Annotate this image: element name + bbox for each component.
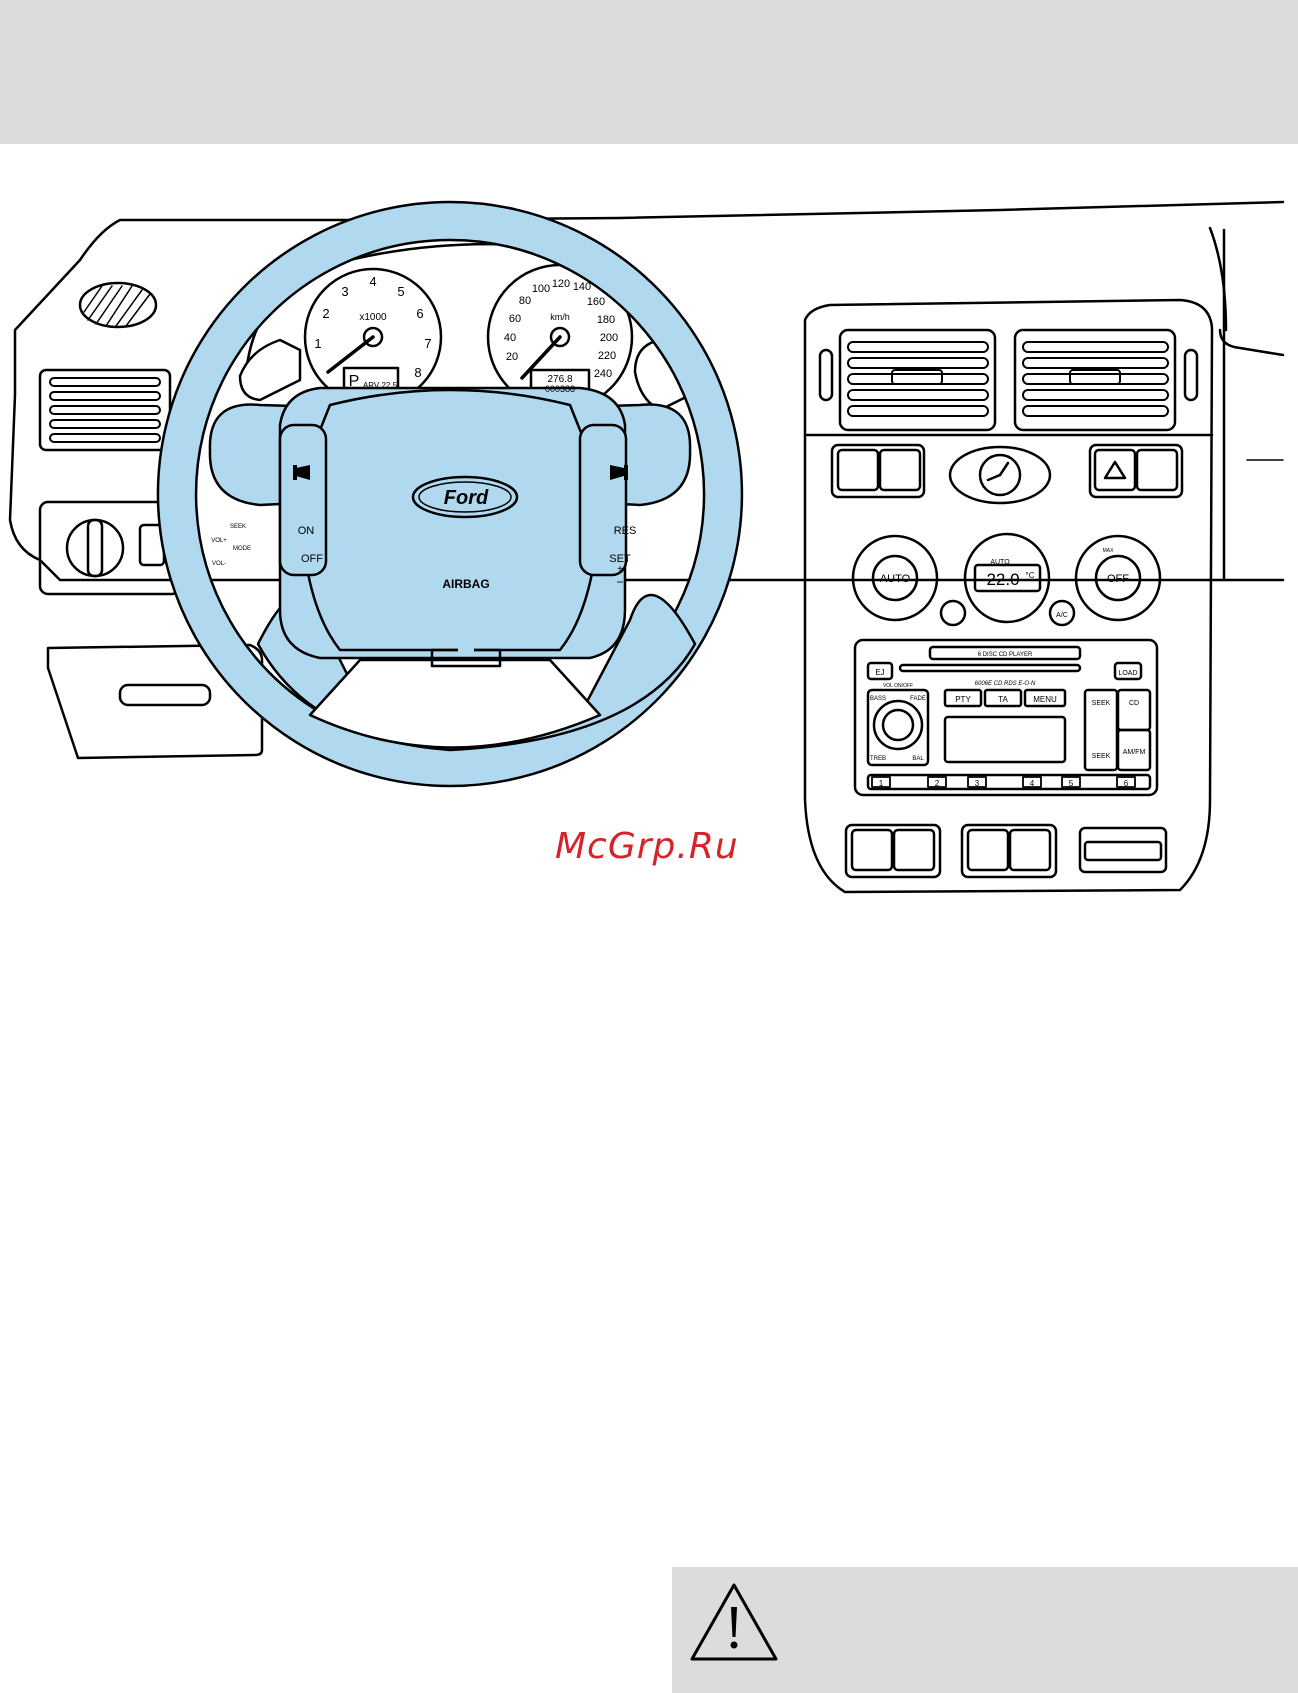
radio-load: LOAD xyxy=(1118,670,1137,677)
speedo-tick-80: 80 xyxy=(519,295,531,307)
cruise-minus-label: − xyxy=(616,575,623,589)
radio-model-label: 6006E CD RDS E-O-N xyxy=(975,681,1036,687)
speedo-tick-60: 60 xyxy=(509,313,521,325)
tacho-tick-1: 1 xyxy=(314,336,321,351)
warning-triangle-icon xyxy=(690,1583,778,1661)
climate-right-knob xyxy=(1074,534,1162,622)
radio-vol-label: VOL ON/OFF xyxy=(883,683,913,689)
radio-bal: BAL xyxy=(912,756,924,762)
radio-cd: CD xyxy=(1129,700,1139,707)
dashboard-illustration: 1 2 3 4 5 6 7 8 x1000 P ARV 22.5 20 40 6… xyxy=(8,200,1285,894)
seat-heater-right-button xyxy=(1008,828,1052,872)
speedo-tick-220: 220 xyxy=(598,350,616,362)
seat-heater-left-button xyxy=(966,828,1010,872)
ford-oval-logo xyxy=(411,475,519,519)
radio-unit xyxy=(853,638,1159,797)
stalk-seek: SEEK xyxy=(230,524,246,530)
front-defrost-button xyxy=(836,448,880,492)
cruise-res-label: RES xyxy=(614,525,637,537)
tacho-display-main: P xyxy=(349,373,360,390)
radio-preset-4: 4 xyxy=(1030,779,1035,788)
radio-amfm: AM/FM xyxy=(1123,749,1146,756)
tacho-tick-2: 2 xyxy=(322,306,329,321)
speedo-unit: km/h xyxy=(550,312,570,322)
tacho-tick-3: 3 xyxy=(341,284,348,299)
climate-ac: A/C xyxy=(1056,612,1068,619)
speedo-tick-40: 40 xyxy=(504,332,516,344)
speedo-tick-120: 120 xyxy=(552,278,570,290)
speedo-tick-20: 20 xyxy=(506,351,518,363)
speedo-tick-240: 240 xyxy=(594,368,612,380)
radio-eject: EJ xyxy=(875,668,884,677)
cruise-off-label: OFF xyxy=(301,553,323,565)
climate-display xyxy=(963,532,1051,624)
horn-icon-right xyxy=(610,465,628,480)
horn-icon xyxy=(293,465,310,480)
airbag-label: AIRBAG xyxy=(442,577,489,591)
speedo-tick-180: 180 xyxy=(597,314,615,326)
stalk-mode: MODE xyxy=(233,546,251,552)
traction-control-button xyxy=(892,828,936,872)
radio-preset-2: 2 xyxy=(935,779,940,788)
volume-knob xyxy=(872,699,924,751)
climate-display-auto: AUTO xyxy=(990,559,1010,566)
speedo-tick-100: 100 xyxy=(532,283,550,295)
center-vent-right xyxy=(1013,328,1177,432)
stalk-vol-plus: VOL+ xyxy=(211,538,227,544)
radio-menu: MENU xyxy=(1033,695,1057,704)
radio-preset-1: 1 xyxy=(879,779,884,788)
tacho-tick-8: 8 xyxy=(414,365,421,380)
tacho-tick-5: 5 xyxy=(397,284,404,299)
radio-seek-up: SEEK xyxy=(1092,700,1111,707)
stalk-vol-minus: VOL- xyxy=(212,561,226,567)
radio-pty: PTY xyxy=(955,695,971,704)
climate-temp-unit: °C xyxy=(1026,571,1035,580)
tacho-tick-7: 7 xyxy=(424,336,431,351)
ford-logo-text: Ford xyxy=(444,487,489,509)
blank-switch xyxy=(1135,448,1179,492)
cup-holder xyxy=(1078,826,1168,874)
radio-preset-5: 5 xyxy=(1069,779,1074,788)
speedo-odo: 000388 xyxy=(545,384,575,394)
warning-box xyxy=(672,1567,1298,1693)
tacho-display-sub: ARV 22.5 xyxy=(363,381,398,390)
climate-left-knob xyxy=(851,534,939,622)
radio-seek-down: SEEK xyxy=(1092,753,1111,760)
analog-clock xyxy=(948,445,1052,505)
speedo-tick-160: 160 xyxy=(587,296,605,308)
center-stack-outline xyxy=(803,298,1214,894)
cruise-set-label: SET xyxy=(609,553,631,565)
rear-defrost-button xyxy=(878,448,922,492)
left-speaker-grille xyxy=(78,281,158,329)
boot-release-button xyxy=(850,828,894,872)
radio-treb: TREB xyxy=(870,756,886,762)
climate-off: OFF xyxy=(1107,573,1129,585)
center-vent-left xyxy=(838,328,997,432)
radio-bass: BASS xyxy=(870,696,886,702)
left-air-vent xyxy=(38,368,172,452)
tacho-tick-6: 6 xyxy=(416,306,423,321)
radio-display xyxy=(943,715,1067,764)
dash-outline xyxy=(8,200,1285,582)
radio-fade: FADE xyxy=(910,696,926,702)
climate-temp: 22.0 xyxy=(986,570,1019,589)
hazard-button xyxy=(1093,448,1137,492)
radio-ta: TA xyxy=(998,695,1008,704)
radio-preset-6: 6 xyxy=(1124,779,1129,788)
header-band xyxy=(0,0,1298,144)
radio-player-label: 6 DISC CD PLAYER xyxy=(978,652,1033,658)
radio-preset-3: 3 xyxy=(975,779,980,788)
watermark-text: McGrp.Ru xyxy=(555,826,739,867)
cruise-on-label: ON xyxy=(298,525,315,537)
climate-auto-left: AUTO xyxy=(880,573,911,585)
cruise-plus-label: + xyxy=(617,564,623,575)
glove-box xyxy=(46,643,264,760)
speedo-trip: 276.8 xyxy=(547,374,572,385)
climate-max: MAX xyxy=(1103,548,1115,554)
speedo-tick-140: 140 xyxy=(573,281,591,293)
tacho-tick-4: 4 xyxy=(369,274,376,289)
tacho-unit: x1000 xyxy=(359,312,387,323)
speedo-tick-200: 200 xyxy=(600,332,618,344)
